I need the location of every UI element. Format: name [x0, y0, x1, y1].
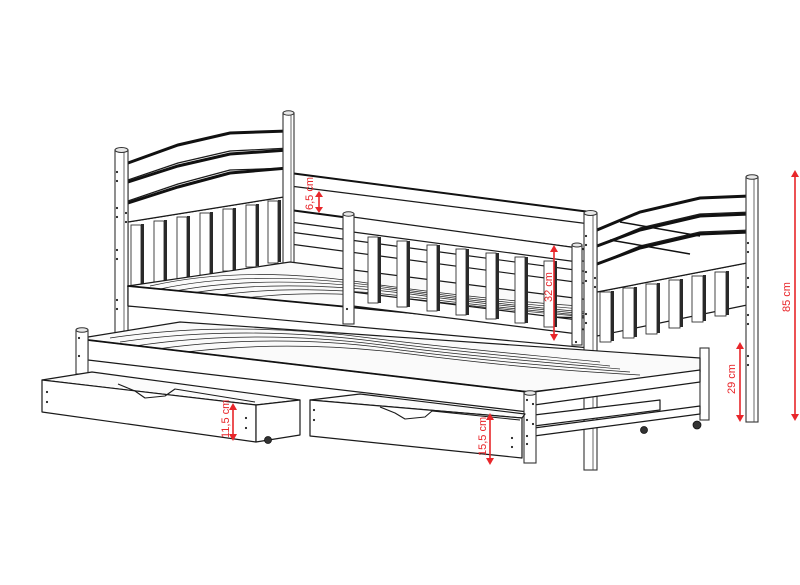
trundle-left-post — [75, 327, 89, 375]
dim-label-rail-gap: 6,5 cm — [304, 177, 316, 210]
dimension-drawer-height: 11,5 cm — [220, 400, 237, 441]
safety-rail — [342, 211, 583, 346]
drawer-left — [41, 371, 301, 444]
safety-rail-slats — [367, 236, 557, 328]
trundle-bed — [75, 321, 701, 464]
dimension-lower-clearance: 29 cm — [726, 342, 744, 422]
left-headboard — [114, 110, 295, 341]
left-front-post — [114, 147, 129, 341]
footboard-inner-leg — [699, 347, 710, 421]
dim-label-drawer-height: 11,5 cm — [220, 400, 232, 438]
right-back-post — [745, 174, 759, 423]
caster-wheel — [640, 426, 648, 434]
dim-label-lower-clearance: 29 cm — [726, 364, 738, 394]
dimension-safety-rail-height: 32 cm — [543, 245, 558, 341]
dimension-rail-gap: 6,5 cm — [304, 177, 323, 213]
right-footboard — [583, 174, 759, 471]
caster-wheel — [692, 420, 702, 430]
dimension-trundle-side-height: 15,5 cm — [477, 413, 494, 465]
left-back-post — [282, 110, 295, 274]
headboard-slats — [130, 200, 281, 288]
trundle-right-post — [523, 390, 537, 464]
dim-label-total-height: 85 cm — [781, 282, 793, 312]
footboard-slats — [599, 271, 729, 343]
right-front-post — [583, 210, 598, 471]
drawer-right — [309, 393, 526, 459]
dim-label-safety-rail: 32 cm — [543, 272, 555, 302]
dim-label-trundle-side: 15,5 cm — [477, 417, 489, 456]
dimension-total-height: 85 cm — [781, 170, 799, 421]
drawer-caster-wheel — [264, 436, 272, 444]
